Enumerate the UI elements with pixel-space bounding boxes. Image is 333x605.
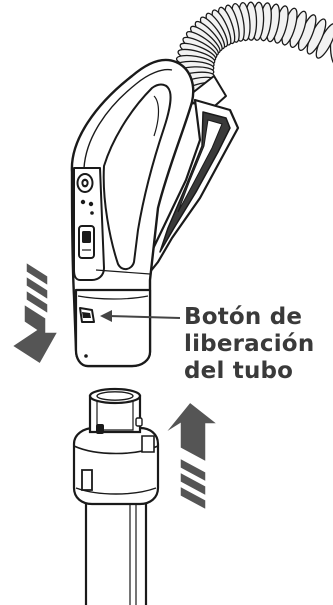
tube-pipe (84, 500, 148, 605)
coupling-latch-icon (141, 435, 155, 453)
tube-release-button-label: Botón de liberación del tubo (184, 304, 330, 385)
tube-release-button-icon (79, 307, 95, 323)
flexible-hose (175, 1, 333, 113)
panel-seam (95, 269, 151, 275)
tube-opening-inner (96, 391, 134, 401)
power-button-icon (76, 173, 94, 193)
handle-contour-line (83, 68, 173, 169)
slide-switch-icon (78, 225, 95, 259)
vacuum-handle (70, 58, 240, 368)
arrow-up-icon (163, 400, 221, 512)
collar-dot (84, 354, 88, 358)
indicator-dot-icon (80, 199, 86, 205)
arrow-left-icon (100, 310, 181, 322)
tube-lock-pin-icon (96, 424, 104, 434)
tube-pipe-highlight (129, 505, 137, 605)
handle-grip-opening (102, 83, 172, 270)
indicator-dot-icon (88, 201, 94, 207)
handle-lower-collar (74, 288, 152, 368)
callout-line-2: liberación (184, 331, 315, 357)
indicator-dot-icon (90, 211, 94, 215)
handle-rear-highlight (177, 119, 223, 213)
extension-tube (72, 387, 160, 605)
collar-seam (77, 295, 149, 300)
coupling-latch-icon (81, 469, 93, 491)
arrow-down-icon (10, 260, 60, 366)
callout-line-3: del tubo (184, 358, 294, 384)
tube-lock-pin-icon (135, 417, 143, 427)
handle-contour-line (153, 95, 160, 137)
callout-line-1: Botón de (184, 304, 303, 330)
tube-coupling (72, 426, 160, 506)
